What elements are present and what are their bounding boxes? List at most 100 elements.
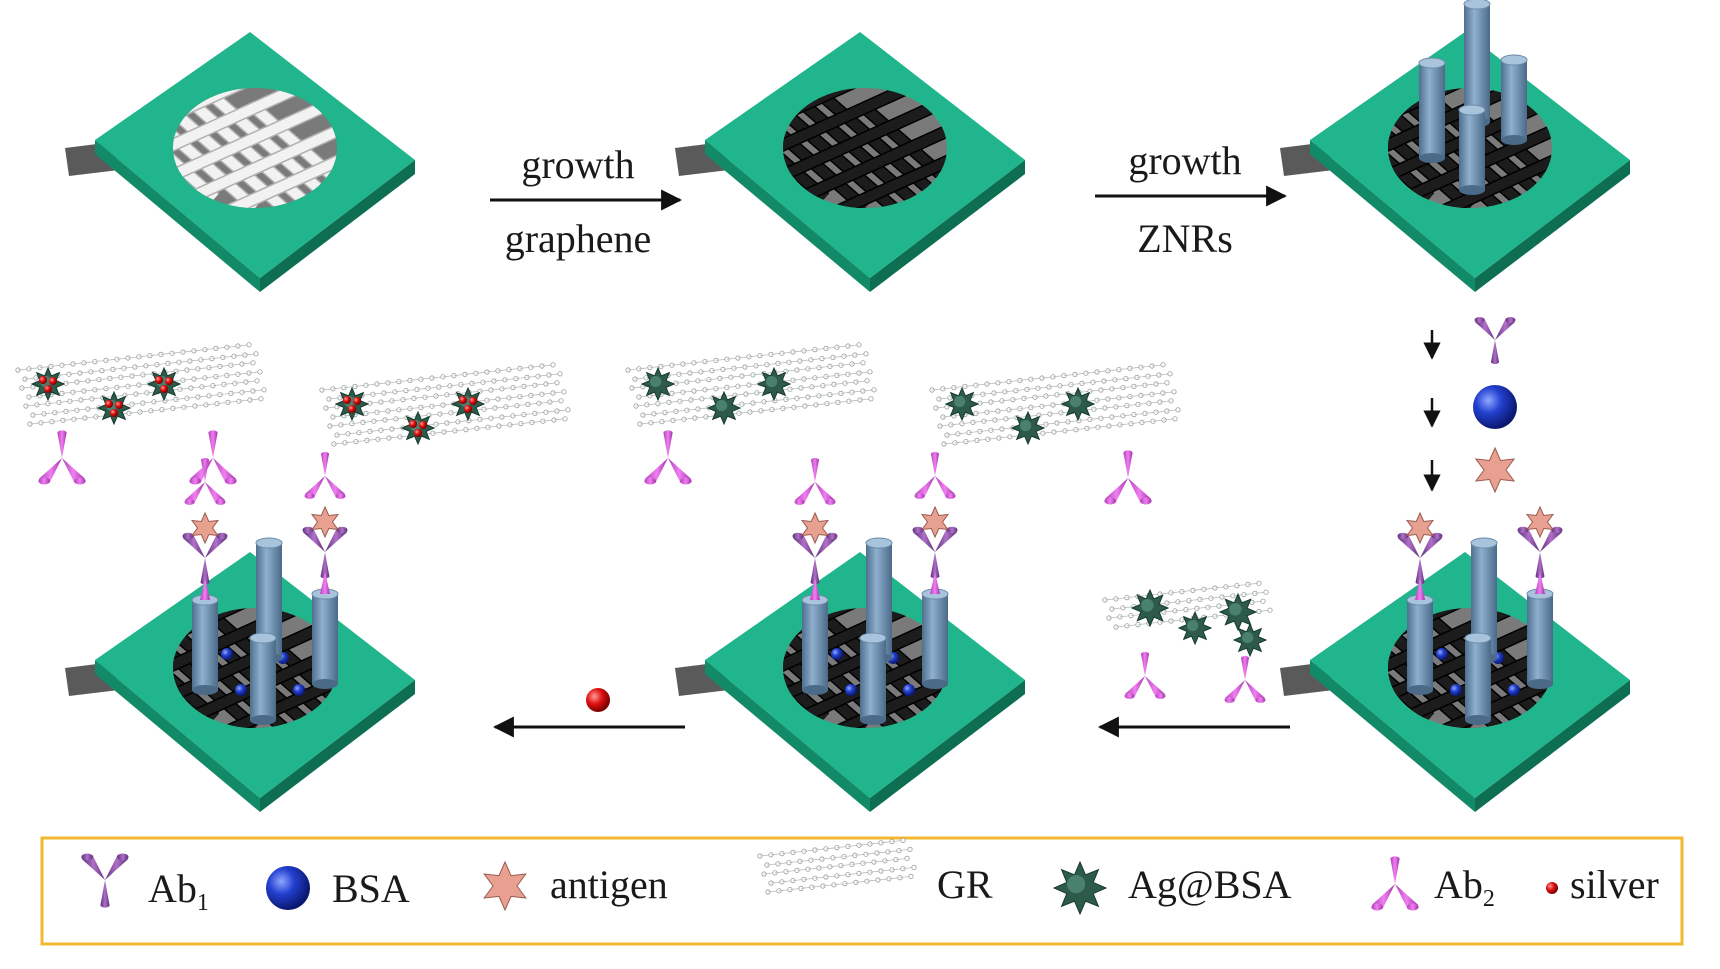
antigen <box>190 511 220 545</box>
arrow-silver-deposit <box>492 688 685 738</box>
arrow-step-znrs: growth ZNRs <box>1095 138 1288 261</box>
ab2-antibody <box>914 452 956 499</box>
electrode-bare-mesh <box>65 32 415 292</box>
ab1-antibody <box>1517 526 1563 579</box>
ag-bsa-cluster <box>1052 860 1108 916</box>
ag-bsa-cluster <box>944 386 980 422</box>
ab2-antibody <box>644 430 692 485</box>
legend-silver-icon <box>1546 882 1558 894</box>
zno-nanorod <box>1464 632 1492 725</box>
ag-bsa-cluster <box>1218 592 1258 632</box>
ab2-antibody <box>189 430 237 485</box>
electrode-ab1-antigen <box>1280 505 1630 812</box>
antigen <box>800 511 830 545</box>
ag-bsa-cluster <box>96 390 132 426</box>
ag-bsa-cluster <box>30 366 66 402</box>
zno-nanorod <box>921 588 949 689</box>
ag-bsa-cluster <box>1177 610 1213 646</box>
zno-nanorod <box>191 594 219 695</box>
reagent-bsa-icon <box>1473 385 1517 429</box>
ag-bsa-cluster <box>146 366 182 402</box>
ag-bsa-cluster <box>400 410 436 446</box>
bsa-dot <box>235 684 247 696</box>
silver-particle <box>115 401 123 409</box>
graphene-sheet <box>757 837 917 895</box>
silver-particle <box>105 400 113 408</box>
silver-particle <box>414 429 422 437</box>
zno-nanorod <box>249 632 277 725</box>
ab1-antibody <box>1397 532 1443 585</box>
ag-bsa-cluster <box>706 390 742 426</box>
silver-particle <box>348 405 356 413</box>
zno-nanorod <box>1406 594 1434 695</box>
step1-bottom-label: graphene <box>505 216 652 261</box>
ab1-antibody <box>81 853 129 908</box>
legend-bsa-icon <box>266 866 310 910</box>
ab2-antibody <box>1371 856 1419 911</box>
arrow-step-graphene: growth graphene <box>490 142 683 261</box>
ag-bsa-cluster <box>334 386 370 422</box>
ab1-antibody <box>1474 317 1516 364</box>
zno-nanorod <box>859 632 887 725</box>
legend-silver-label: silver <box>1570 862 1659 907</box>
silver-particle <box>155 376 163 384</box>
graphene-label-sheets <box>15 342 1273 703</box>
antigen <box>310 505 340 539</box>
ag-bsa-cluster <box>1130 588 1170 628</box>
ab2-antibody <box>38 430 86 485</box>
ag-bsa-cluster <box>1060 386 1096 422</box>
legend-ab2-label: Ab2 <box>1434 862 1495 912</box>
silver-particle <box>464 405 472 413</box>
silver-reagent-icon <box>586 688 610 712</box>
silver-particle <box>459 396 467 404</box>
ab1-antibody <box>182 532 228 585</box>
silver-particle <box>419 421 427 429</box>
step2-bottom-label: ZNRs <box>1137 216 1233 261</box>
ag-bsa-cluster <box>756 366 792 402</box>
electrode-agbsa-bound <box>675 452 1025 812</box>
zno-nanorod <box>1500 54 1528 145</box>
reagent-antigen-icon <box>1474 446 1516 494</box>
electrode-final-silver <box>65 452 415 812</box>
incubation-arrows <box>1423 317 1517 494</box>
bsa-dot <box>903 684 915 696</box>
silver-particle <box>353 397 361 405</box>
bsa-dot <box>1450 684 1462 696</box>
legend: Ab1 BSA antigen GR Ag@BSA Ab2 silver <box>40 836 1684 946</box>
silver-particle <box>39 376 47 384</box>
ag-bsa-cluster <box>1010 410 1046 446</box>
zno-nanorod <box>801 594 829 695</box>
ab2-antibody <box>1124 652 1166 699</box>
bsa-dot <box>831 648 843 660</box>
silver-particle <box>49 377 57 385</box>
bsa-dot <box>1436 648 1448 660</box>
zno-nanorod <box>1526 588 1554 689</box>
ag-bsa-cluster <box>640 366 676 402</box>
ag-bsa-cluster <box>1232 622 1268 658</box>
silver-particle <box>409 420 417 428</box>
bsa-dot <box>1508 684 1520 696</box>
antigen-reagent <box>1474 446 1516 494</box>
legend-frame <box>40 836 1684 946</box>
antigen <box>1405 511 1435 545</box>
zno-nanorod <box>1418 57 1446 163</box>
silver-particle <box>165 377 173 385</box>
legend-agbsa-label: Ag@BSA <box>1128 862 1292 907</box>
zno-nanorod <box>1458 104 1486 195</box>
ab2-antibody <box>1104 450 1152 505</box>
legend-bsa-label: BSA <box>332 866 410 911</box>
legend-ab1-label: Ab1 <box>148 866 209 916</box>
bsa-dot <box>293 684 305 696</box>
silver-particle <box>343 396 351 404</box>
bsa-dot <box>221 648 233 660</box>
graphene-sheet <box>319 362 571 447</box>
electrode-znr-graphene <box>1280 0 1630 292</box>
silver-particle <box>469 397 477 405</box>
silver-particle <box>160 385 168 393</box>
antigen <box>920 505 950 539</box>
ab1-antibody <box>792 532 838 585</box>
step2-top-label: growth <box>1128 138 1241 183</box>
zno-nanorod <box>311 588 339 689</box>
